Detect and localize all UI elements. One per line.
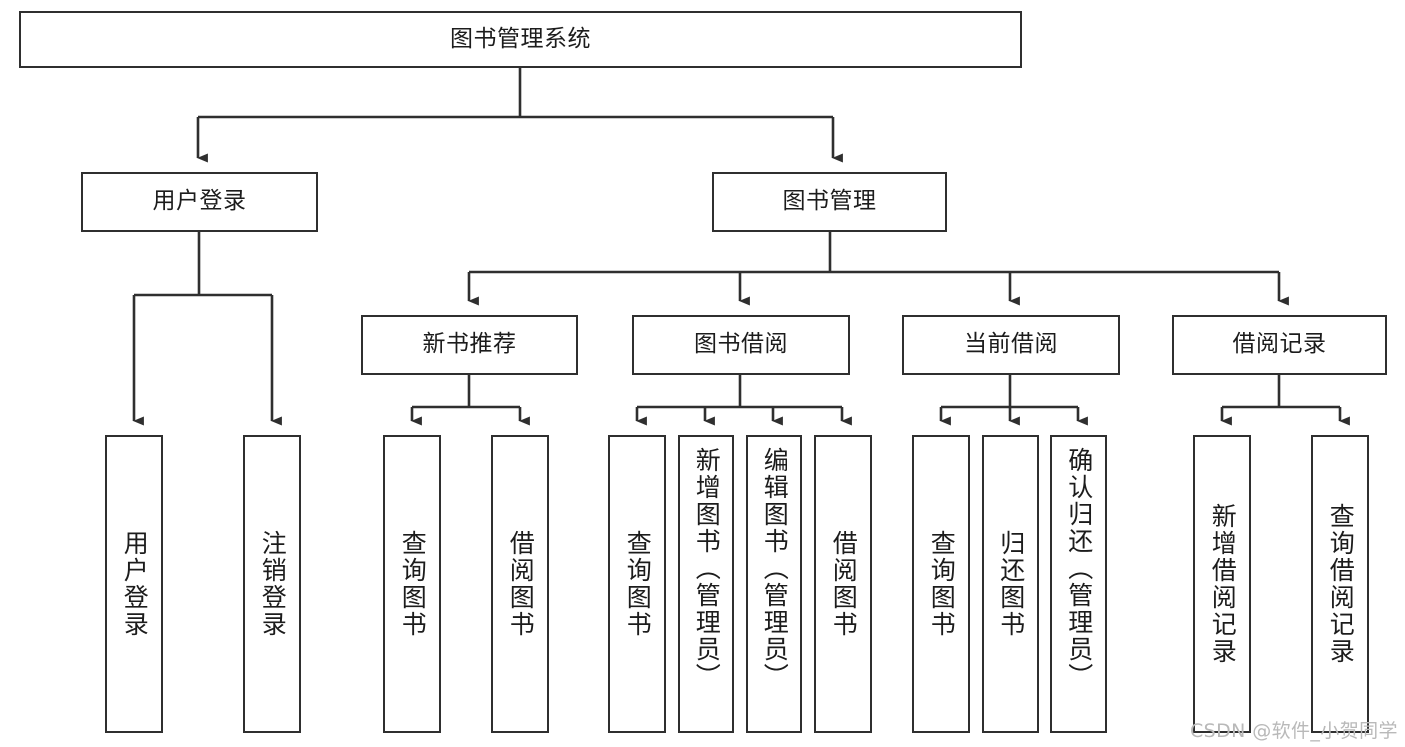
node-label: 图书管理系统 [450,25,591,52]
node-leaf-borrow-book-recommend[interactable]: 借阅图书 [491,435,549,733]
node-label: 查询图书 [927,530,957,638]
node-label: 借阅图书 [506,530,536,638]
node-label: 借阅记录 [1232,331,1327,358]
node-book-management[interactable]: 图书管理 [712,172,947,232]
node-leaf-query-borrow-record[interactable]: 查询借阅记录 [1311,435,1369,733]
node-root-book-management-system[interactable]: 图书管理系统 [19,11,1022,68]
node-label: 归还图书 [996,530,1026,638]
node-leaf-confirm-return[interactable]: 确认归还（管理员） [1050,435,1107,733]
node-leaf-edit-book[interactable]: 编辑图书（管理员） [746,435,802,733]
node-label: 用户登录 [120,530,150,638]
node-label: 用户登录 [152,188,247,215]
node-leaf-query-book-recommend[interactable]: 查询图书 [383,435,441,733]
node-current-borrow[interactable]: 当前借阅 [902,315,1120,375]
node-leaf-return-book[interactable]: 归还图书 [982,435,1039,733]
node-leaf-add-borrow-record[interactable]: 新增借阅记录 [1193,435,1251,733]
node-leaf-query-book-borrow[interactable]: 查询图书 [608,435,666,733]
node-new-book-recommend[interactable]: 新书推荐 [361,315,578,375]
node-book-borrow[interactable]: 图书借阅 [632,315,850,375]
node-leaf-user-login[interactable]: 用户登录 [105,435,163,733]
node-label: 注销登录 [258,530,288,638]
node-borrow-record[interactable]: 借阅记录 [1172,315,1387,375]
node-label: 查询图书 [623,530,653,638]
node-label: 新增图书（管理员） [692,447,722,690]
node-label: 新增借阅记录 [1208,503,1238,665]
node-leaf-add-book[interactable]: 新增图书（管理员） [678,435,734,733]
node-label: 查询借阅记录 [1326,503,1356,665]
node-label: 图书借阅 [694,331,788,358]
node-label: 确认归还（管理员） [1064,447,1094,690]
node-label: 当前借阅 [964,331,1058,358]
node-label: 借阅图书 [829,530,859,638]
node-leaf-borrow-book[interactable]: 借阅图书 [814,435,872,733]
node-label: 新书推荐 [422,331,517,358]
node-user-login[interactable]: 用户登录 [81,172,318,232]
node-leaf-logout-login[interactable]: 注销登录 [243,435,301,733]
node-label: 编辑图书（管理员） [760,447,790,690]
node-leaf-query-book-current[interactable]: 查询图书 [912,435,970,733]
node-label: 图书管理 [782,188,877,215]
node-label: 查询图书 [398,530,428,638]
